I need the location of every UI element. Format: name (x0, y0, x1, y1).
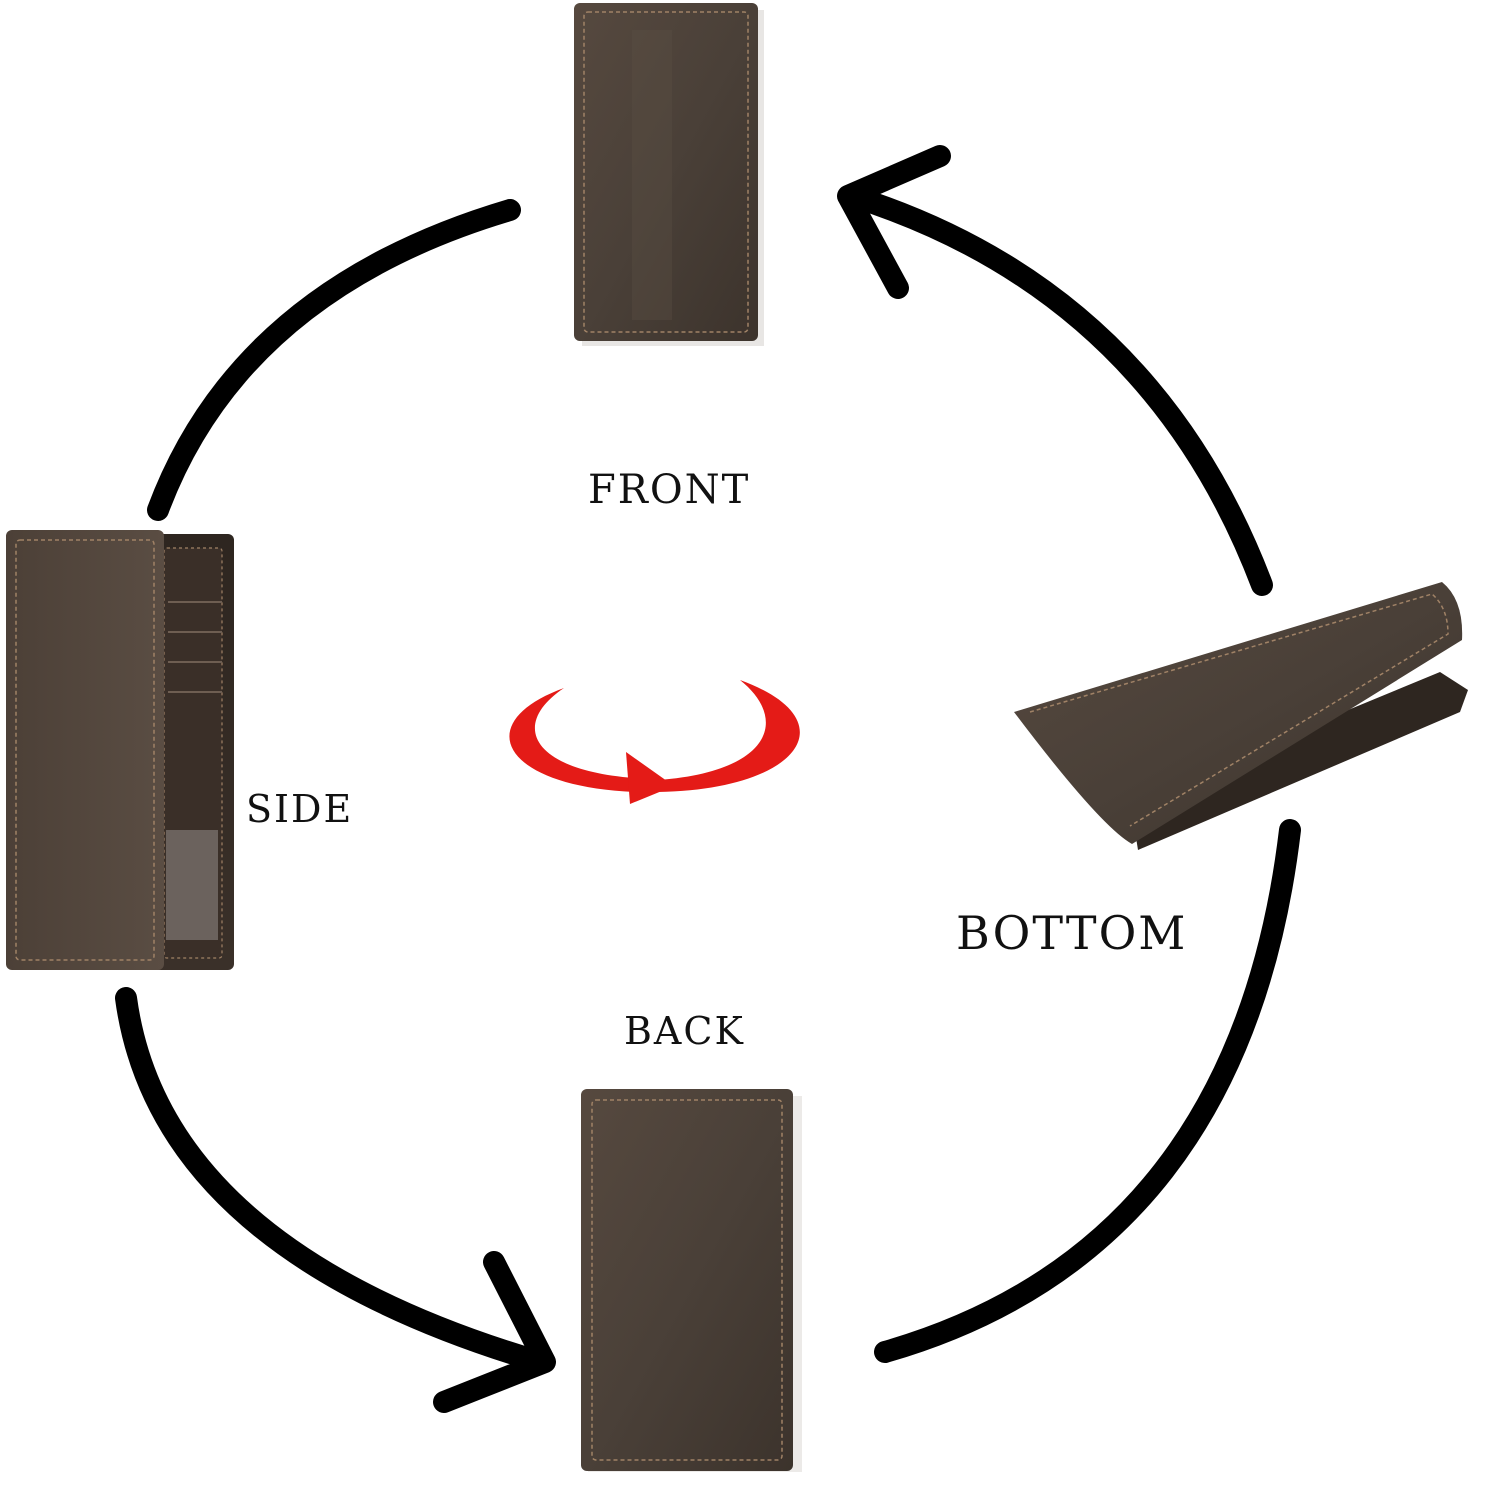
label-back: BACK (624, 1009, 745, 1053)
rotate-arrowhead (626, 752, 674, 804)
arc-bottom-right (874, 819, 1301, 1363)
arrowhead-top-right (837, 145, 951, 299)
rotate-arc-right (658, 680, 800, 792)
arc-top-right (841, 185, 1273, 596)
label-side: SIDE (246, 787, 354, 831)
black-cycle-arrow-icon (115, 145, 1301, 1413)
arrowhead-bottom-left (433, 1251, 556, 1413)
wallet-back-image (581, 1089, 802, 1472)
label-front: FRONT (588, 467, 751, 513)
rotate-arc-left (509, 688, 634, 792)
arc-bottom-left (115, 987, 551, 1373)
red-rotate-arrow-icon (509, 680, 800, 804)
wallet-front-image (574, 3, 764, 346)
wallet-bottom-image (1014, 582, 1468, 850)
label-bottom: BOTTOM (956, 906, 1188, 960)
arc-top-left (147, 199, 521, 521)
wallet-side-image (6, 530, 234, 970)
